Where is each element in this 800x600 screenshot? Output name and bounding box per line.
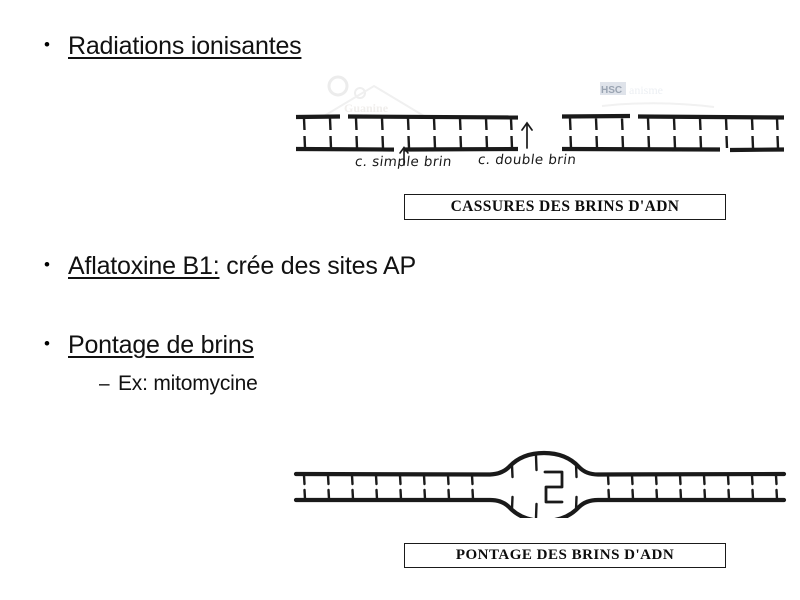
svg-text:anisme: anisme xyxy=(629,83,663,97)
single-strand-break-arrow-icon xyxy=(396,146,412,166)
bullet-marker-icon: • xyxy=(44,255,50,274)
dna-breaks-figure xyxy=(290,105,790,165)
bullet-plain-part: crée des sites AP xyxy=(219,252,416,280)
bullet-item-radiations-ionisantes: • Radiations ionisantes xyxy=(44,32,302,61)
sub-bullet-label: Ex: mitomycine xyxy=(118,372,258,395)
bullet-label: Radiations ionisantes xyxy=(68,32,302,61)
caption-label-pontage: PONTAGE DES BRINS D'ADN xyxy=(455,547,675,563)
sub-bullet-dash-icon: – xyxy=(99,374,110,395)
caption-box-pontage: PONTAGE DES BRINS D'ADN xyxy=(404,543,726,568)
double-strand-break-arrow-icon xyxy=(518,121,536,149)
bullet-underlined-part: Aflatoxine B1: xyxy=(68,252,220,280)
bullet-label: Pontage de brins xyxy=(68,331,254,360)
dna-crosslink-figure xyxy=(290,448,790,518)
bullet-underlined-part: Pontage de brins xyxy=(68,331,254,359)
bullet-marker-icon: • xyxy=(44,35,50,54)
bullet-underlined-part: Radiations ionisantes xyxy=(68,32,302,60)
bullet-item-aflatoxine-b1: • Aflatoxine B1: crée des sites AP xyxy=(44,252,416,281)
caption-label-cassures: CASSURES DES BRINS D'ADN xyxy=(450,198,680,215)
annotation-single-strand-break: c. simple brin xyxy=(354,154,453,170)
bullet-marker-icon: • xyxy=(44,334,50,353)
bullet-label: Aflatoxine B1: crée des sites AP xyxy=(68,252,416,281)
sub-bullet-item-ex-mitomycine: – Ex: mitomycine xyxy=(99,372,258,396)
svg-text:HSC: HSC xyxy=(601,85,622,96)
annotation-double-strand-break: c. double brin xyxy=(477,152,578,168)
bullet-item-pontage-de-brins: • Pontage de brins xyxy=(44,331,254,360)
caption-box-cassures: CASSURES DES BRINS D'ADN xyxy=(404,194,726,220)
